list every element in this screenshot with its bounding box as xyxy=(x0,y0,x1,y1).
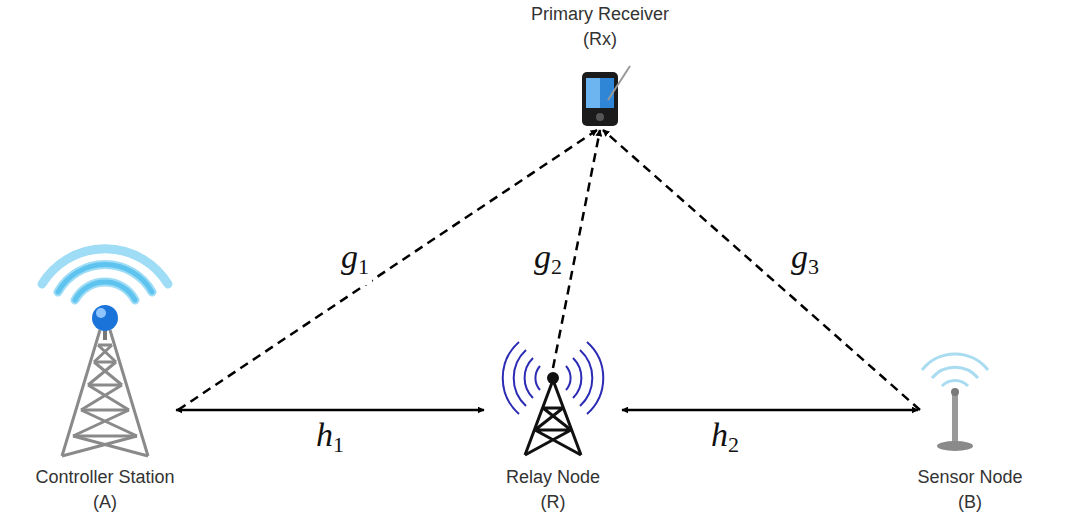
controller-tower-icon xyxy=(42,249,168,456)
station-node: Sensor Node(B) xyxy=(880,390,1060,515)
channel-label: g1 xyxy=(338,239,372,285)
node-name: Sensor Node xyxy=(917,465,1022,490)
data-link xyxy=(622,409,918,412)
node-name: Primary Receiver xyxy=(531,2,669,27)
node-tag: (R) xyxy=(541,490,566,515)
channel-label: g3 xyxy=(788,239,822,285)
relay-tower-icon xyxy=(503,342,604,455)
node-tag: (A) xyxy=(93,490,117,515)
station-node: Relay Node(R) xyxy=(470,365,636,515)
station-node: Controller Station(A) xyxy=(5,30,205,515)
channel-label: h2 xyxy=(708,417,742,463)
interference-link xyxy=(603,130,920,410)
station-node: Primary Receiver(Rx) xyxy=(527,2,673,130)
channel-label: h1 xyxy=(313,417,347,463)
data-link xyxy=(176,409,484,412)
receiver-phone-icon xyxy=(582,66,630,126)
node-name: Relay Node xyxy=(506,465,600,490)
node-tag: (B) xyxy=(958,490,982,515)
interference-link xyxy=(178,130,597,410)
channel-label: g2 xyxy=(531,239,565,285)
node-tag: (Rx) xyxy=(583,27,617,52)
node-name: Controller Station xyxy=(35,465,174,490)
sensor-antenna-icon xyxy=(922,354,988,451)
